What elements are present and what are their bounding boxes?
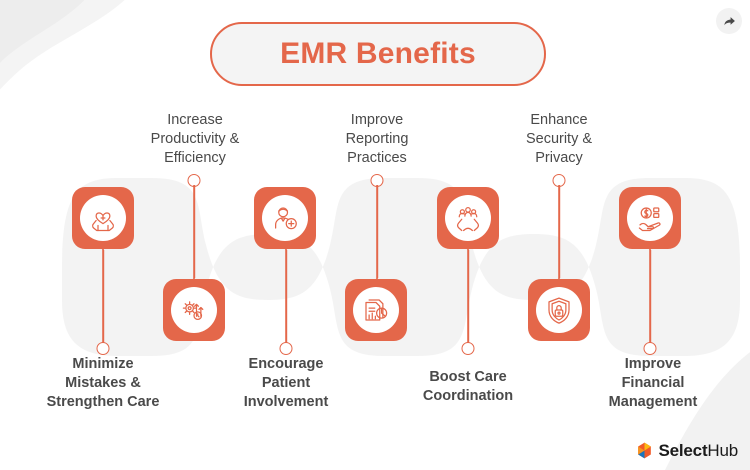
connector-improve-reporting <box>370 174 384 288</box>
report-charts-icon <box>365 299 388 321</box>
benefit-label-minimize-mistakes: Minimize Mistakes & Strengthen Care <box>46 356 160 410</box>
connector-enhance-security <box>552 174 566 288</box>
icon-disc <box>536 287 582 333</box>
benefit-tile-enhance-security[interactable] <box>528 279 590 341</box>
benefit-label-boost-care-coordination: Boost Care Coordination <box>422 369 514 404</box>
benefit-label-increase-productivity: Increase Productivity & Efficiency <box>150 112 240 166</box>
benefit-label-improve-financial-management: Improve Financial Management <box>608 356 698 410</box>
icon-disc <box>445 195 491 241</box>
patient-doctor-plus-icon <box>275 207 297 230</box>
benefit-label-encourage-patient-involvement: Encourage Patient Involvement <box>243 356 329 410</box>
icon-disc <box>353 287 399 333</box>
connector-boost-care <box>461 244 475 356</box>
benefit-tile-improve-financial-management[interactable] <box>619 187 681 249</box>
title-pill: EMR Benefits <box>210 22 546 86</box>
share-button[interactable] <box>716 8 742 34</box>
shield-lock-icon <box>548 297 570 324</box>
selecthub-hexagon-logo-icon <box>637 442 651 459</box>
benefit-tile-encourage-patient-involvement[interactable] <box>254 187 316 249</box>
connector-increase-productivity <box>187 174 201 288</box>
logo-text-select: Select <box>658 441 708 460</box>
benefit-tile-improve-reporting[interactable] <box>345 279 407 341</box>
benefit-tile-minimize-mistakes[interactable] <box>72 187 134 249</box>
logo-text-hub: Hub <box>707 441 738 460</box>
page-title: EMR Benefits <box>280 37 476 70</box>
icon-disc <box>80 195 126 241</box>
hands-heart-medical-icon <box>92 212 114 232</box>
hand-money-coin-icon <box>638 207 661 232</box>
benefit-tile-increase-productivity[interactable] <box>163 279 225 341</box>
icon-disc <box>262 195 308 241</box>
gear-arrows-clock-icon <box>182 301 204 320</box>
benefit-tile-boost-care-coordination[interactable] <box>437 187 499 249</box>
connector-encourage-patient <box>279 244 293 356</box>
share-icon <box>723 16 735 25</box>
connector-minimize-mistakes <box>96 244 110 356</box>
selecthub-wordmark: SelectHub <box>658 441 739 460</box>
connector-improve-financial <box>643 244 657 356</box>
benefit-label-improve-reporting: Improve Reporting Practices <box>345 112 409 166</box>
icon-disc <box>171 287 217 333</box>
hands-people-group-icon <box>457 207 479 232</box>
icon-disc <box>627 195 673 241</box>
selecthub-logo[interactable]: SelectHub <box>635 441 738 460</box>
benefit-label-enhance-security: Enhance Security & Privacy <box>525 112 593 166</box>
